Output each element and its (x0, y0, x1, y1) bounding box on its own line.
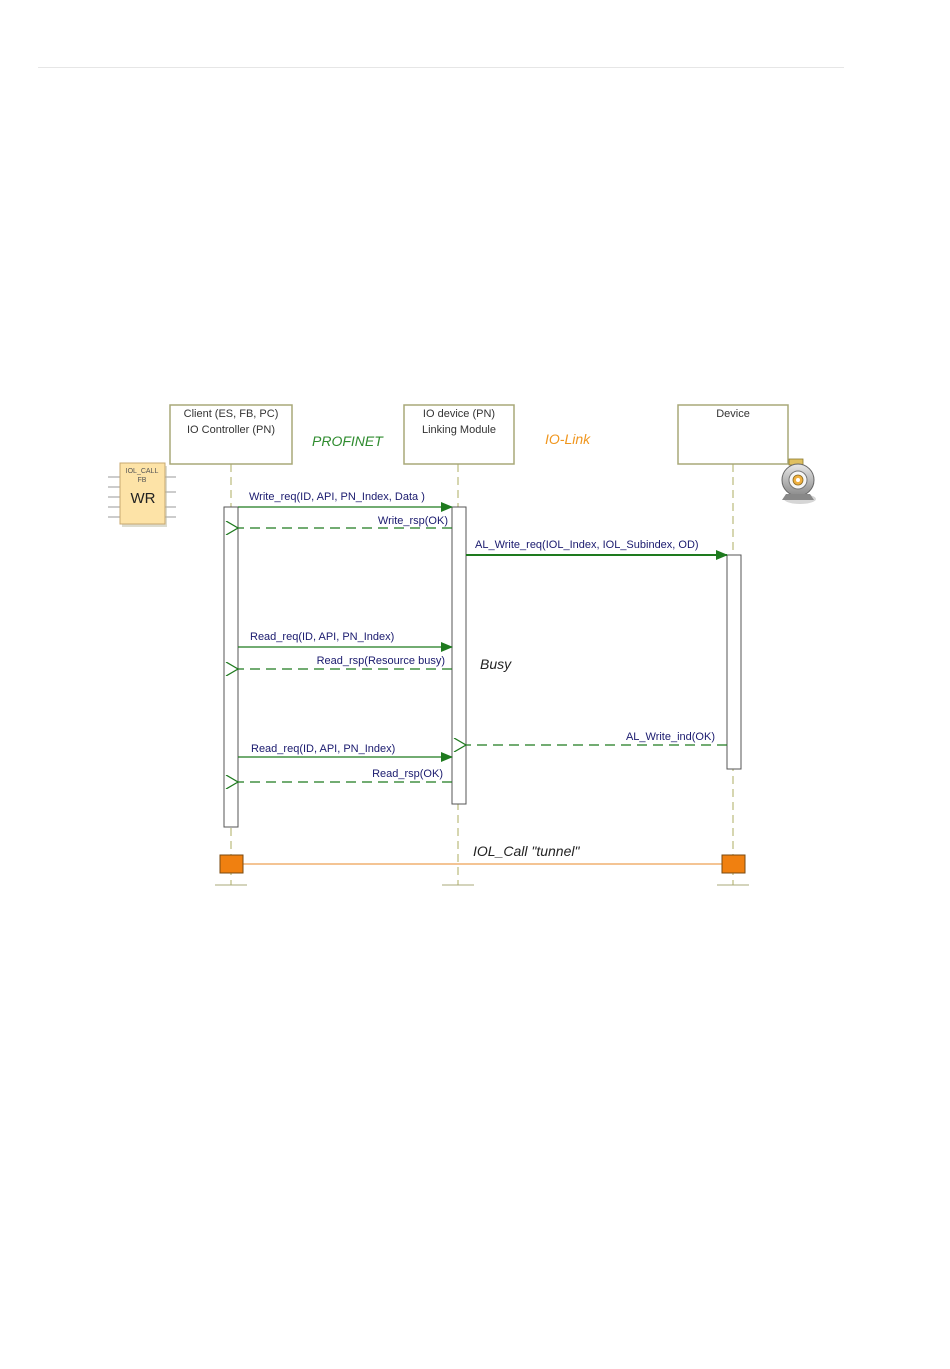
msg-al-write-req-label: AL_Write_req(IOL_Index, IOL_Subindex, OD… (475, 539, 699, 551)
fb-block-icon: IOL_CALL FB WR (108, 462, 176, 527)
msg-write-rsp-label: Write_rsp(OK) (378, 515, 448, 527)
fb-block-label: WR (131, 490, 156, 507)
participant-client-line2: IO Controller (PN) (187, 424, 275, 436)
fb-block-title-line2: FB (138, 477, 147, 484)
participant-device-line1: Device (716, 408, 750, 420)
msg-write-req-label: Write_req(ID, API, PN_Index, Data ) (249, 491, 425, 503)
participant-client: Client (ES, FB, PC) IO Controller (PN) (169, 404, 293, 465)
protocol-iolink-label: IO-Link (545, 431, 591, 447)
participant-client-line1: Client (ES, FB, PC) (184, 408, 279, 420)
activation-device (726, 554, 742, 770)
motor-icon (781, 458, 816, 504)
activation-iodevice (451, 506, 467, 805)
activation-client (223, 506, 239, 828)
participant-iodevice-line2: Linking Module (422, 424, 496, 436)
participant-iodevice-line1: IO device (PN) (423, 408, 495, 420)
msg-al-write-ind-label: AL_Write_ind(OK) (626, 731, 715, 743)
note-tunnel: IOL_Call "tunnel" (473, 843, 580, 859)
fb-block-title-line1: IOL_CALL (126, 468, 159, 475)
msg-read-req-1-label: Read_req(ID, API, PN_Index) (250, 631, 394, 643)
protocol-profinet-label: PROFINET (312, 433, 384, 449)
msg-read-rsp-busy-label: Read_rsp(Resource busy) (317, 655, 445, 667)
msg-read-req-2-label: Read_req(ID, API, PN_Index) (251, 743, 395, 755)
tunnel-start-square (219, 854, 244, 874)
tunnel-end-square (721, 854, 746, 874)
participant-device: Device (677, 404, 789, 465)
msg-read-rsp-ok-label: Read_rsp(OK) (372, 768, 443, 780)
page-top-rule (38, 67, 844, 68)
note-busy: Busy (480, 656, 512, 672)
participant-iodevice: IO device (PN) Linking Module (403, 404, 515, 465)
